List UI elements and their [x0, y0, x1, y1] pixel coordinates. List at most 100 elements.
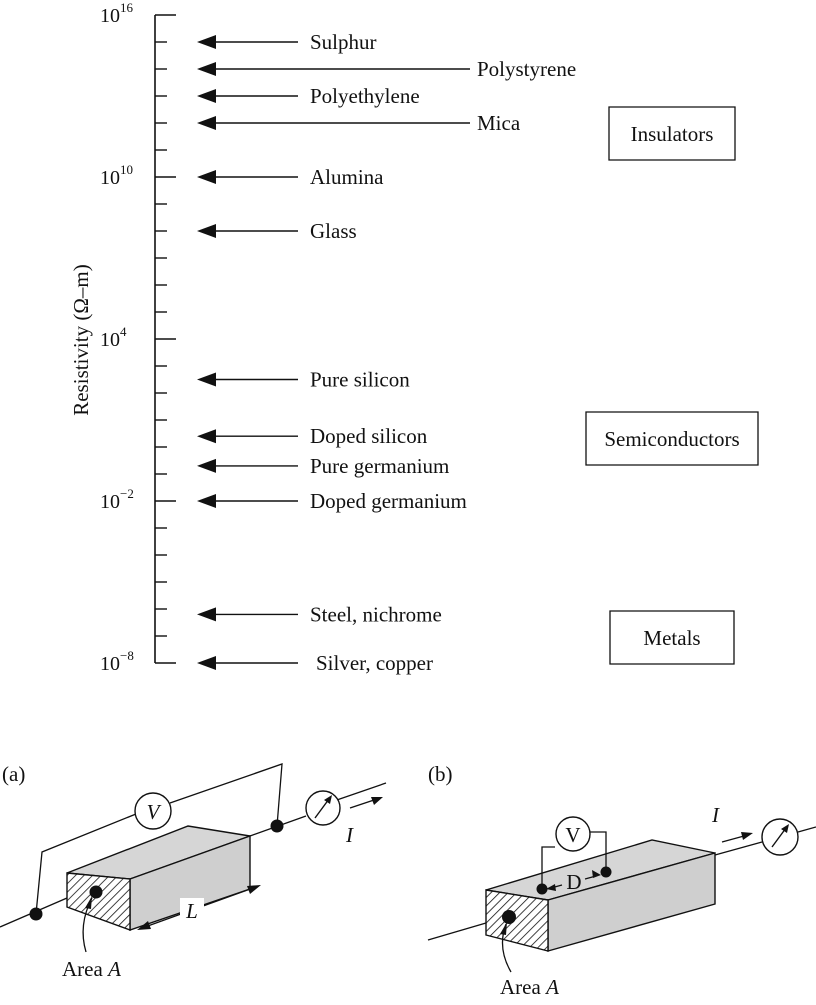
- voltmeter-b-lead-right: [590, 832, 606, 870]
- semiconductors-box: [586, 412, 758, 465]
- material-label: Pure germanium: [310, 454, 449, 478]
- arrow-head: [197, 429, 216, 444]
- tick-label: 10−2: [100, 486, 134, 513]
- semiconductors-label: Semiconductors: [604, 427, 739, 451]
- material-arrow: Pure silicon: [197, 368, 410, 392]
- probe-b-right: [600, 866, 612, 878]
- wire-b-in: [428, 923, 486, 940]
- arrow-head: [197, 224, 216, 238]
- metals-box: [610, 611, 734, 664]
- material-arrow: Alumina: [197, 165, 384, 189]
- wire-b-out-2: [798, 827, 816, 832]
- category-metals: Metals: [610, 611, 734, 664]
- material-label: Pure silicon: [310, 368, 410, 392]
- panel-b-four-probe: (b) V D I Area A: [428, 762, 816, 999]
- material-arrow: Mica: [197, 111, 521, 135]
- contact-left: [29, 907, 43, 921]
- material-label: Doped germanium: [310, 489, 467, 513]
- tick-label: 104: [100, 324, 127, 351]
- contact-b-area-dot: [502, 910, 516, 924]
- axis-label: Resistivity (Ω–m): [69, 264, 93, 416]
- material-label: Silver, copper: [316, 651, 433, 675]
- wire-out-2: [331, 783, 386, 802]
- material-label: Polyethylene: [310, 84, 420, 108]
- area-b-label: Area A: [500, 975, 559, 999]
- arrow-head: [197, 62, 216, 76]
- specimen-cross-section: [67, 873, 130, 930]
- material-label: Mica: [477, 111, 521, 135]
- panel-b-tag: (b): [428, 762, 453, 786]
- category-insulators: Insulators: [609, 107, 735, 160]
- arrow-head: [197, 170, 216, 184]
- current-arrow-head: [371, 797, 383, 805]
- tick-label: 10−8: [100, 648, 134, 675]
- tick-label: 1010: [100, 162, 133, 189]
- arrow-head: [197, 494, 216, 508]
- voltmeter-lead-left: [36, 814, 136, 914]
- material-label: Glass: [310, 219, 357, 243]
- material-label: Sulphur: [310, 30, 377, 54]
- voltmeter-circle: [135, 793, 171, 829]
- arrow-head: [197, 656, 216, 670]
- arrow-head: [197, 458, 216, 473]
- material-arrows: SulphurPolystyrenePolyethyleneMicaAlumin…: [197, 30, 576, 675]
- current-b-arrow-head: [741, 832, 753, 840]
- area-leader-head: [85, 896, 92, 909]
- panel-a-tag: (a): [2, 762, 25, 786]
- arrow-head: [197, 372, 216, 387]
- current-b-label: I: [711, 803, 720, 827]
- length-arrow-head-left: [137, 921, 151, 930]
- material-arrow: Steel, nichrome: [197, 602, 442, 626]
- spacing-arrow-right-head: [592, 870, 601, 878]
- material-label: Polystyrene: [477, 57, 576, 81]
- material-arrow: Polystyrene: [197, 57, 576, 81]
- ammeter-needle: [315, 799, 329, 818]
- length-label: L: [185, 899, 198, 923]
- ammeter-b-needle-head: [781, 824, 789, 833]
- material-arrow: Doped germanium: [197, 489, 467, 513]
- ammeter-needle-head: [324, 795, 332, 804]
- spacing-label: D: [566, 870, 581, 894]
- spacing-arrow-left-head: [546, 884, 556, 891]
- resistivity-scale: Resistivity (Ω–m) 1016 1010 104 10−2 10−8 Su…: [69, 0, 758, 675]
- material-arrow: Sulphur: [197, 30, 377, 54]
- contact-right: [270, 819, 284, 833]
- scale-tick-labels: 1016 1010 104 10−2 10−8: [100, 0, 134, 675]
- arrow-head: [197, 116, 216, 130]
- metals-label: Metals: [643, 626, 700, 650]
- material-arrow: Glass: [197, 219, 357, 243]
- current-arrow: [350, 800, 374, 808]
- panel-a-two-probe: (a) V I L Area A: [0, 762, 386, 981]
- material-label: Steel, nichrome: [310, 602, 442, 626]
- material-arrow: Doped silicon: [197, 424, 428, 448]
- current-label: I: [345, 823, 354, 847]
- material-label: Doped silicon: [310, 424, 428, 448]
- material-arrow: Silver, copper: [197, 651, 433, 675]
- voltmeter-b-circle: [556, 817, 590, 851]
- contact-area-dot: [89, 885, 103, 899]
- area-b-leader-head: [500, 922, 507, 935]
- length-label-bg: [180, 898, 204, 920]
- arrow-head: [197, 89, 216, 103]
- specimen-b-cross-section: [486, 890, 548, 951]
- insulators-label: Insulators: [631, 122, 714, 146]
- arrow-head: [197, 35, 216, 49]
- material-arrow: Pure germanium: [197, 454, 449, 478]
- probe-b-left: [536, 883, 548, 895]
- voltmeter-b-label: V: [565, 823, 580, 847]
- tick-label: 1016: [100, 0, 134, 27]
- voltmeter-label: V: [147, 800, 162, 824]
- area-label: Area A: [62, 957, 121, 981]
- scale-tick-marks: [155, 15, 176, 663]
- arrow-head: [197, 607, 216, 622]
- voltmeter-b-lead-left: [542, 847, 555, 889]
- length-arrow-head-right: [247, 885, 261, 894]
- current-b-arrow: [722, 836, 744, 842]
- category-semiconductors: Semiconductors: [586, 412, 758, 465]
- wire-b-out: [715, 842, 762, 855]
- insulators-box: [609, 107, 735, 160]
- material-label: Alumina: [310, 165, 384, 189]
- voltmeter-lead-right: [170, 764, 282, 826]
- material-arrow: Polyethylene: [197, 84, 420, 108]
